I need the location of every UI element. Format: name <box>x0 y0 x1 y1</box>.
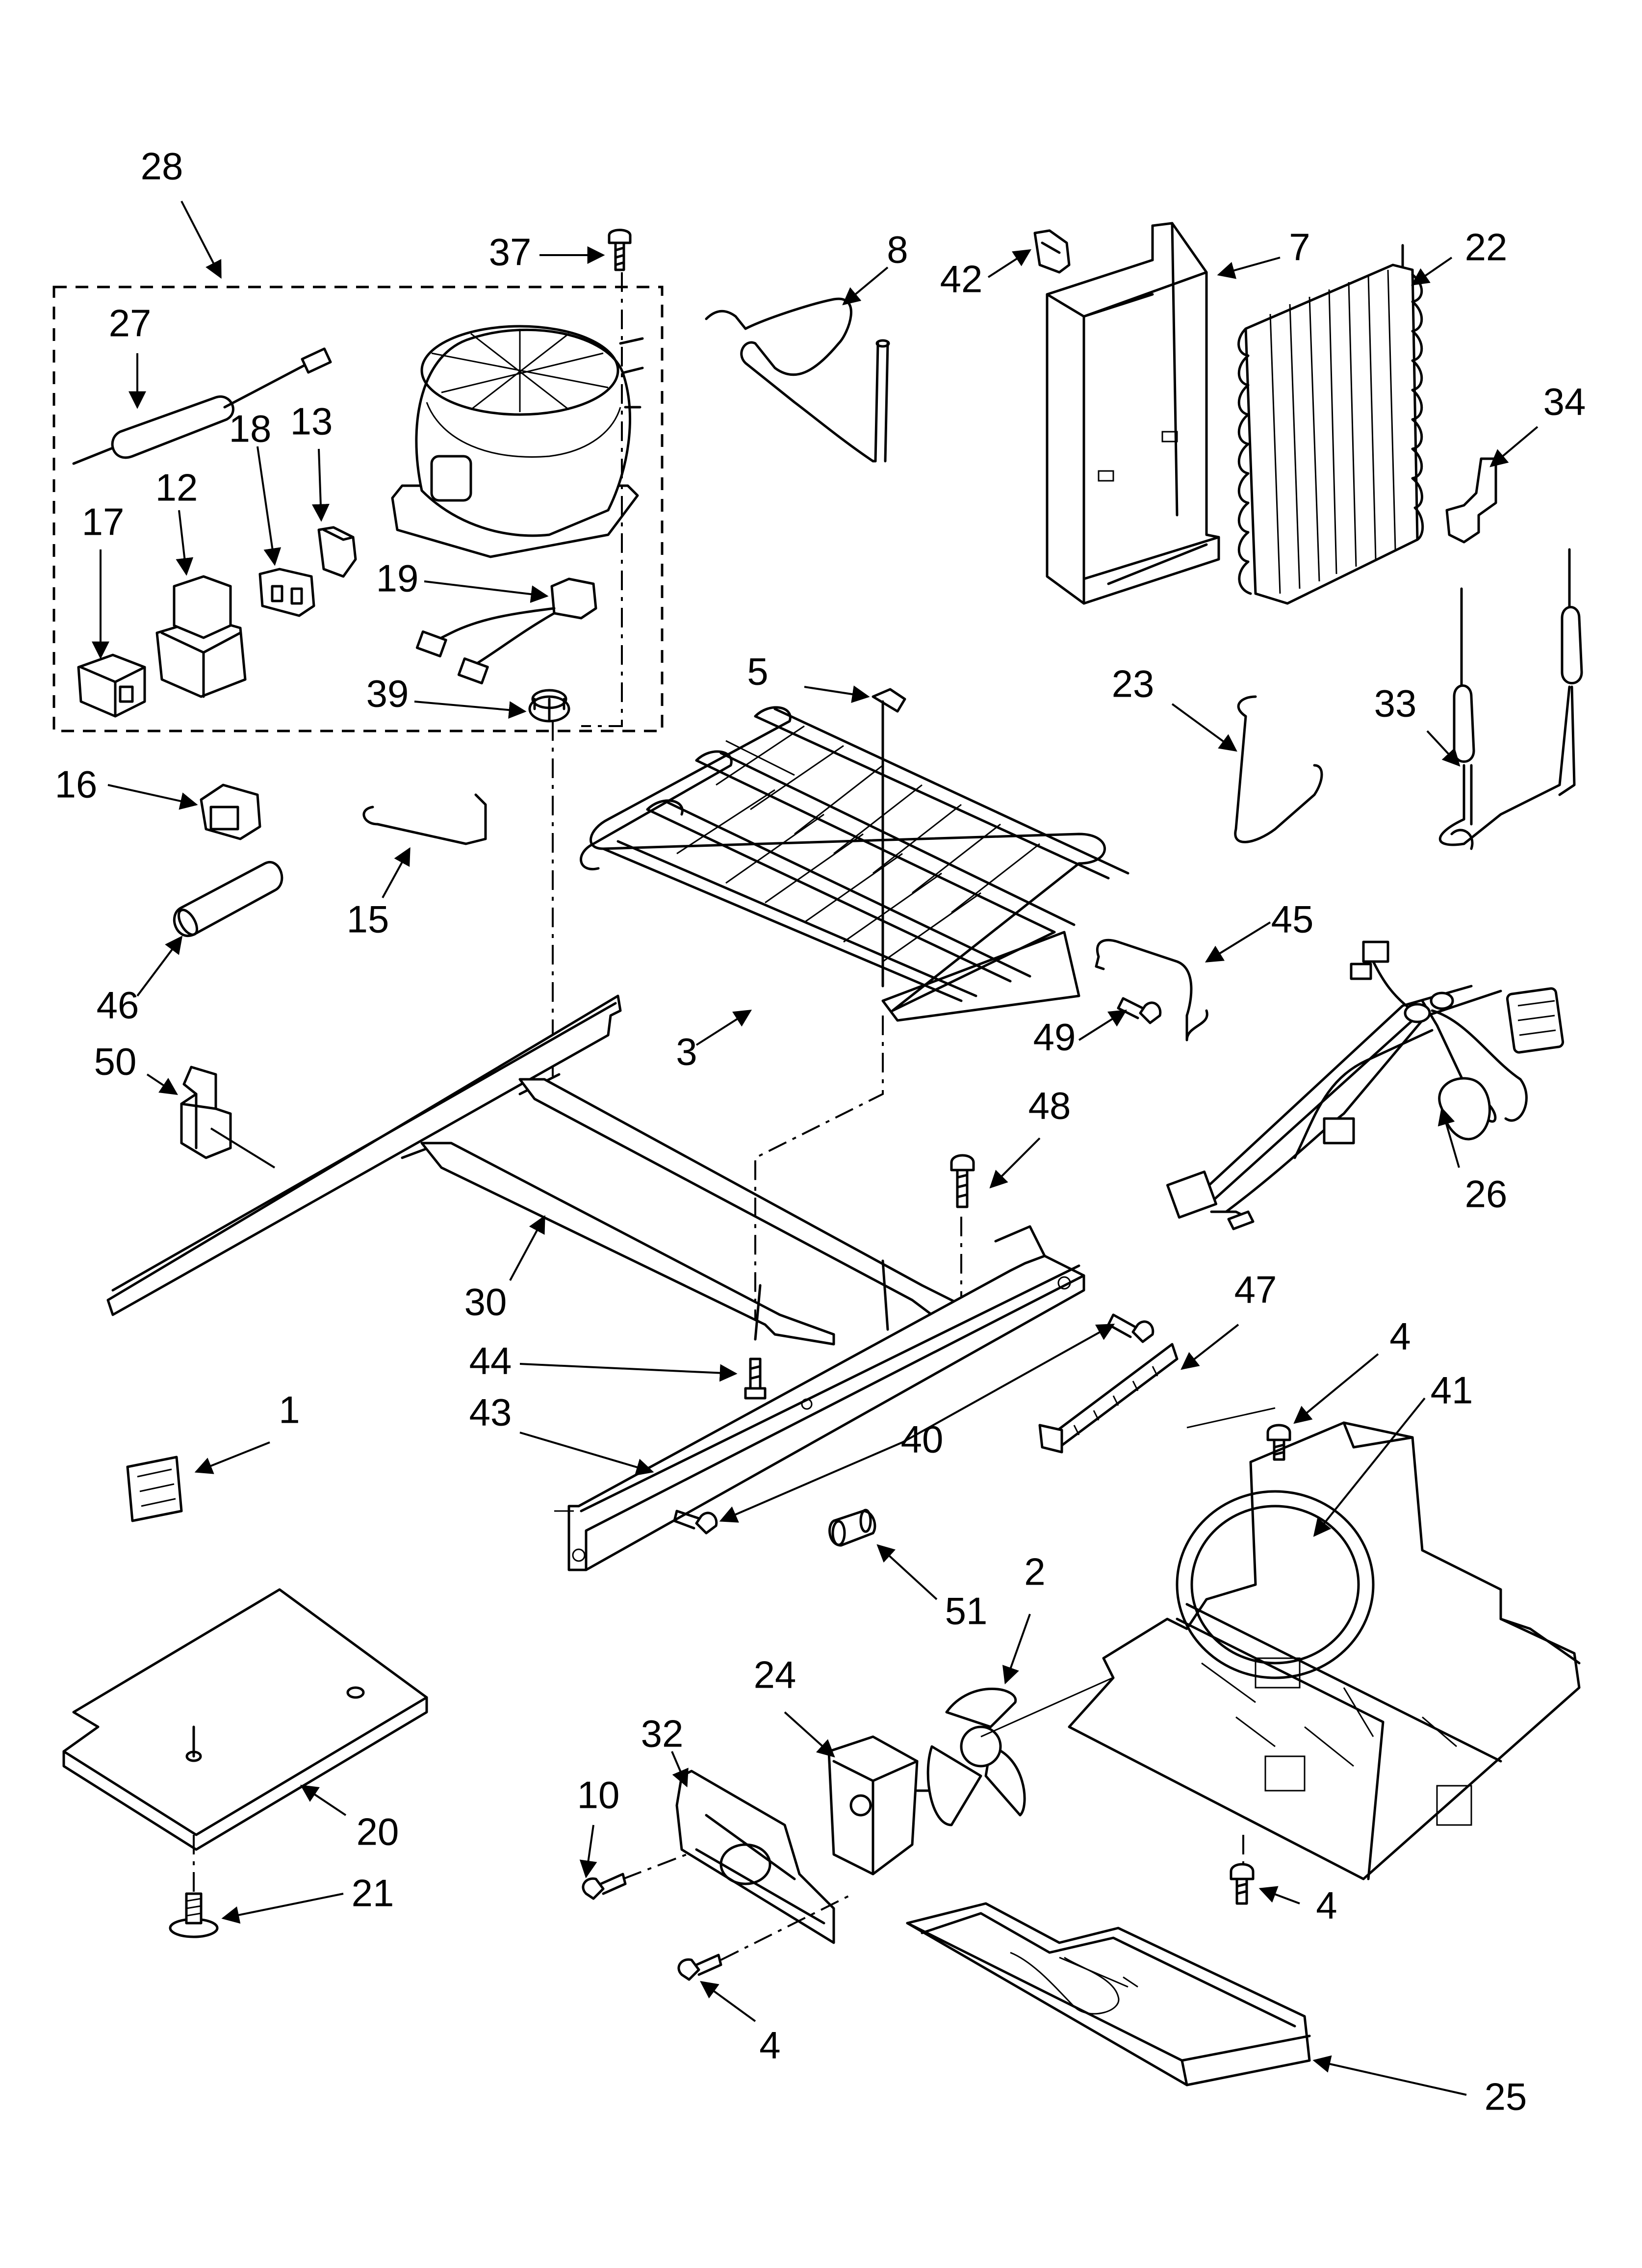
compressor <box>391 325 644 558</box>
wire-15 <box>362 793 487 845</box>
callout-37: 37 <box>489 231 532 274</box>
callout-8: 8 <box>887 228 908 271</box>
leader-lines <box>92 201 1539 2096</box>
callout-3: 3 <box>676 1030 697 1073</box>
evaporator <box>580 688 1129 1022</box>
callout-16: 16 <box>55 763 98 806</box>
tubing-46 <box>173 861 283 937</box>
callout-41: 41 <box>1431 1369 1473 1412</box>
condenser-tube <box>705 297 890 463</box>
callout-20: 20 <box>357 1810 399 1853</box>
callout-24: 24 <box>754 1653 796 1696</box>
plug-51 <box>828 1509 876 1547</box>
callout-23: 23 <box>1112 662 1155 705</box>
screw-48 <box>950 1154 975 1208</box>
terminal-cover <box>317 526 357 578</box>
callout-2: 2 <box>1024 1550 1045 1593</box>
callout-48: 48 <box>1028 1084 1071 1127</box>
callout-46: 46 <box>97 984 139 1027</box>
clip-42 <box>1033 229 1071 274</box>
compressor-kit-outline <box>52 286 664 732</box>
callout-4-lower: 4 <box>759 2024 780 2067</box>
callout-7: 7 <box>1289 226 1310 269</box>
screw-10 <box>582 1873 627 1900</box>
fan-housing-base <box>1068 1421 1581 1880</box>
callout-50: 50 <box>94 1040 137 1083</box>
screw-40-lower <box>673 1510 718 1535</box>
callout-32: 32 <box>641 1712 684 1755</box>
callout-13: 13 <box>290 400 333 443</box>
callout-33: 33 <box>1374 682 1417 725</box>
callout-18: 18 <box>229 407 272 450</box>
callout-12: 12 <box>155 466 198 509</box>
callout-1: 1 <box>279 1388 300 1432</box>
callout-19: 19 <box>376 557 419 600</box>
condenser <box>1237 244 1424 605</box>
callout-39: 39 <box>366 672 409 715</box>
ground-wire <box>1095 938 1208 1042</box>
callout-34: 34 <box>1543 380 1586 423</box>
screw-4-right <box>1230 1835 1255 1905</box>
condenser-shroud <box>1046 222 1220 605</box>
drain-tube <box>1234 695 1323 843</box>
callout-44: 44 <box>469 1339 512 1382</box>
connector-16 <box>200 783 261 840</box>
grommet <box>528 689 570 723</box>
callout-30: 30 <box>464 1280 507 1324</box>
wire-connector <box>415 577 597 684</box>
callout-4-right: 4 <box>1316 1884 1337 1927</box>
callout-22: 22 <box>1465 226 1508 269</box>
callout-21: 21 <box>352 1872 394 1915</box>
cable-tie <box>1038 1343 1179 1454</box>
screw-49 <box>1117 997 1162 1024</box>
capillary-tube <box>1439 548 1583 850</box>
drain-pan <box>906 1902 1311 2086</box>
callout-5: 5 <box>747 650 768 693</box>
callout-49: 49 <box>1033 1016 1076 1059</box>
callout-26: 26 <box>1465 1173 1508 1216</box>
callout-25: 25 <box>1485 2075 1527 2118</box>
drier <box>72 347 332 465</box>
callout-27: 27 <box>109 302 152 345</box>
callout-45: 45 <box>1271 898 1314 941</box>
start-device <box>258 568 315 617</box>
overload <box>155 575 247 698</box>
fan-bracket <box>675 1770 835 1944</box>
callout-17: 17 <box>82 500 125 544</box>
screw-37 <box>608 229 632 271</box>
callout-51: 51 <box>945 1590 988 1633</box>
condenser-clip <box>1445 457 1497 544</box>
callout-labels: 28 37 27 18 13 12 17 19 39 8 42 7 22 34 … <box>55 145 1586 2118</box>
fan-motor <box>827 1735 933 1876</box>
screw-4-lower-left <box>677 1954 722 1981</box>
screw-4-housing-top <box>1266 1424 1291 1461</box>
callout-28: 28 <box>141 145 183 188</box>
clip-50 <box>180 1066 232 1159</box>
leveling-foot <box>169 1835 219 1938</box>
access-cover <box>62 1588 428 1851</box>
screw-44 <box>744 1357 767 1400</box>
gasket <box>126 1456 183 1522</box>
screw-40-upper <box>1107 1313 1155 1343</box>
callout-43: 43 <box>469 1391 512 1434</box>
callout-47: 47 <box>1234 1268 1277 1311</box>
mounting-frame <box>106 994 963 1346</box>
support-bracket <box>567 1225 1085 1571</box>
callout-40: 40 <box>901 1418 944 1461</box>
callout-42: 42 <box>940 258 983 301</box>
fan-blade <box>926 1688 1026 1826</box>
wire-harness <box>1166 940 1565 1230</box>
callout-4-housing: 4 <box>1389 1315 1411 1358</box>
callout-15: 15 <box>347 898 389 941</box>
callout-10: 10 <box>577 1773 620 1817</box>
relay <box>77 653 146 718</box>
